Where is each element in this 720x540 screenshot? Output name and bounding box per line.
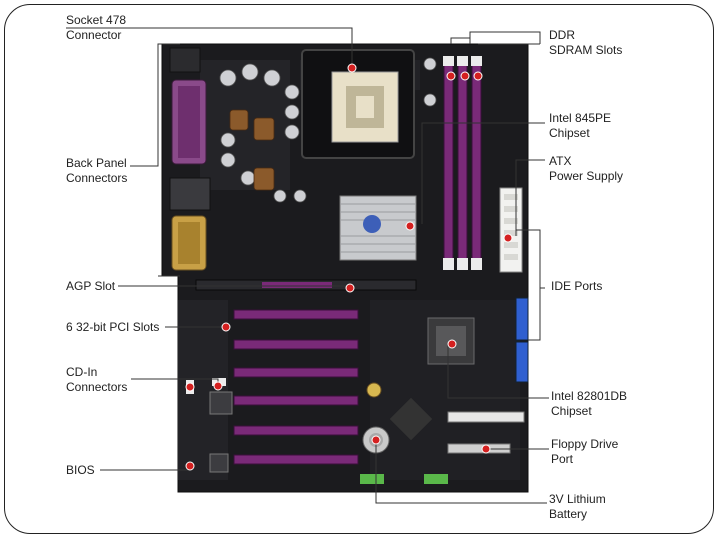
label-pci-slots: 6 32-bit PCI Slots [66, 320, 160, 334]
floppy-port [447, 411, 525, 423]
slide-frame [4, 4, 714, 534]
dot-ich4 [447, 339, 457, 349]
dot-agp [345, 283, 355, 293]
label-ide-ports: IDE Ports [551, 279, 603, 293]
dot-atx [503, 233, 513, 243]
label-bios: BIOS [66, 463, 95, 477]
ps2-ports [169, 47, 201, 73]
ide-port-2 [515, 341, 529, 383]
dot-ddr-3 [473, 71, 483, 81]
dot-cdin-2 [213, 381, 223, 391]
dot-battery [371, 435, 381, 445]
callout-dots [185, 63, 513, 471]
dot-845pe [405, 221, 415, 231]
pci-slots [233, 309, 359, 465]
dot-ddr-2 [460, 71, 470, 81]
dot-pci [221, 322, 231, 332]
ddr-slots [443, 56, 482, 270]
usb-ports [169, 177, 211, 211]
dot-socket [347, 63, 357, 73]
ide-port-1 [515, 297, 529, 341]
leader-lines [66, 27, 549, 504]
label-agp-slot: AGP Slot [66, 279, 116, 293]
dot-cdin-1 [185, 382, 195, 392]
dot-floppy [481, 444, 491, 454]
dot-ddr-1 [446, 71, 456, 81]
dot-bios [185, 461, 195, 471]
